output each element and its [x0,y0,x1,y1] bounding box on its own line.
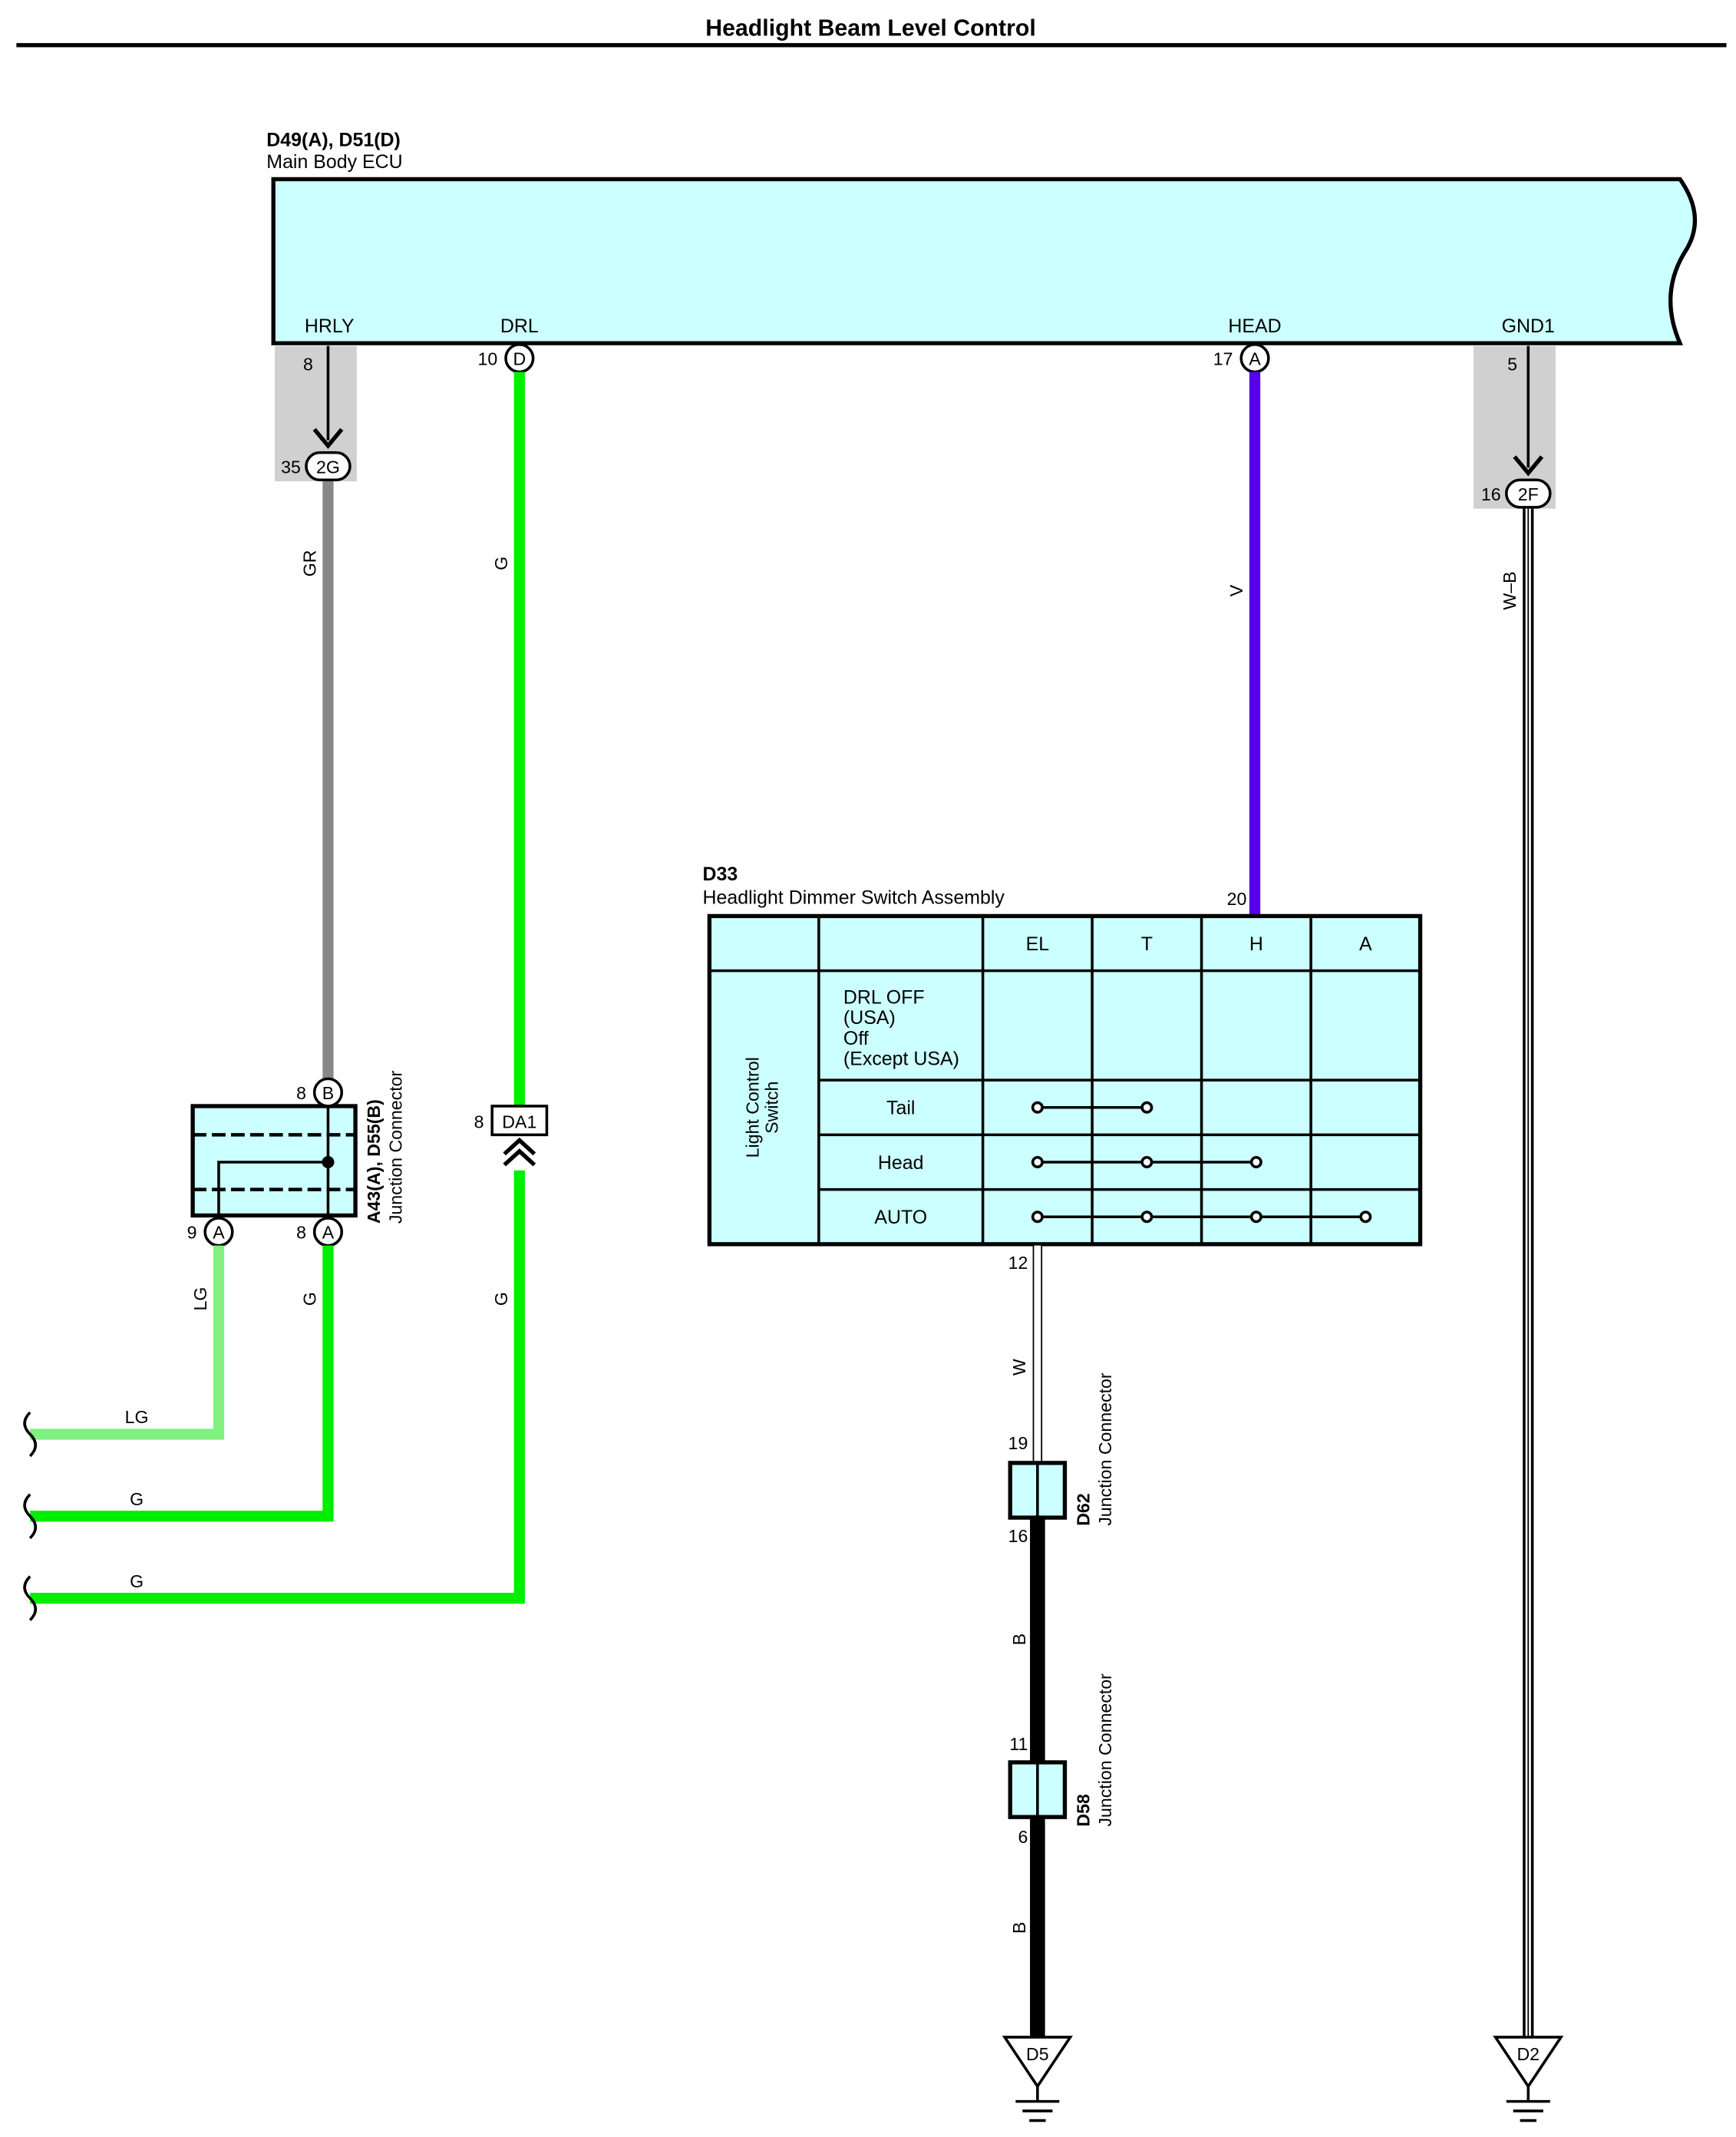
wire-b-lower-label: B [1009,1922,1029,1934]
ecu-head-conn-letter: A [1249,349,1261,369]
main-body-ecu-box [271,177,1698,345]
junction-a43-splice-dot [322,1155,335,1169]
d62-name: Junction Connector [1095,1372,1115,1526]
switch-contact-dot [1249,1211,1262,1224]
connector-da1-label: DA1 [502,1111,536,1131]
switch-table: EL T H A Light ControlSwitch DRL OFF(USA)Off(… [707,913,1423,1247]
d58-pin-out: 6 [1018,1827,1028,1847]
wire-gr-label: GR [299,550,319,577]
ground-d5-icon [1002,2036,1073,2122]
switch-contact-dot [1359,1211,1372,1224]
wire-w-label: W [1009,1359,1029,1376]
switch-column-header: T [1141,933,1153,955]
junction-a43-pin-b-conn: B [322,1083,334,1103]
connector-da1-box [490,1105,549,1137]
switch-column-header: EL [1026,933,1050,955]
switch-pin-bottom: 12 [1008,1253,1028,1273]
ecu-terminal-drl: DRL [500,315,539,337]
ecu-id: D49(A), D51(D) [266,130,400,151]
ground-d5-label: D5 [1026,2044,1049,2064]
junction-a43-pin-a9-conn: A [213,1223,225,1243]
switch-side-label-line: Light Control [743,1057,763,1158]
connector-2g-arrow [312,428,344,449]
junction-a43-pin-a9-number: 9 [187,1223,197,1243]
wire-wb-label: W–B [1500,571,1520,609]
junction-a43-id: A43(A), D55(B) [364,1099,384,1224]
wire-break-lg [23,1411,38,1458]
connector-da1-chevron-2 [503,1148,536,1167]
switch-contact-dot [1031,1211,1044,1224]
connector-2g-pin: 35 [281,457,301,477]
wire-b-upper-label: B [1009,1633,1029,1645]
wire-lg-vertical-label: LG [190,1287,210,1311]
gnd1-pin: 5 [1507,355,1517,375]
switch-side-label: Light ControlSwitch [743,1057,782,1158]
wire-g-junction-horizontal-label: G [130,1489,144,1509]
ecu-terminal-head: HEAD [1228,315,1281,337]
switch-row-label: DRL OFF [843,986,925,1008]
switch-contact-dot [1031,1101,1044,1114]
d58-id: D58 [1074,1794,1094,1827]
d58-pin-in: 11 [1009,1734,1028,1754]
switch-contact-dot [1140,1101,1153,1114]
page-title: Headlight Beam Level Control [705,15,1036,41]
d62-pin-in: 19 [1008,1433,1028,1453]
ground-d2-icon [1493,2036,1564,2122]
switch-id: D33 [702,864,738,885]
connector-2g-oval [305,451,351,482]
switch-side-label-line: Switch [761,1082,781,1134]
junction-a43-pin-b-number: 8 [296,1083,306,1103]
wire-g-junction-vertical-label: G [299,1292,319,1306]
switch-row-label: (USA) [843,1007,896,1029]
connector-2f-arrow [1513,455,1544,477]
wire-g-drl-lower-horizontal-label: G [130,1571,144,1591]
wire-g-junction [30,1245,334,1522]
wire-lg [30,1245,225,1440]
ecu-head-pin: 17 [1213,349,1233,369]
switch-column-header: A [1359,933,1372,955]
connector-2f-pin: 16 [1481,484,1501,504]
d62-id: D62 [1074,1493,1094,1525]
wire-lg-horizontal-label: LG [125,1407,149,1427]
junction-a43-name: Junction Connector [386,1070,406,1224]
ecu-name: Main Body ECU [266,151,402,173]
d58-name: Junction Connector [1095,1673,1115,1827]
connector-da1-chevron-1 [503,1137,536,1156]
switch-row-label: (Except USA) [843,1049,959,1070]
switch-row-label: Tail [886,1098,915,1119]
wire-v-label: V [1226,584,1246,596]
ecu-drl-conn-letter: D [513,349,526,369]
switch-column-header: H [1249,933,1263,955]
switch-row-label: Off [843,1028,869,1049]
wire-g-drl-lower [30,1170,525,1604]
connector-da1-pin: 8 [474,1111,484,1131]
hrly-pin: 8 [303,355,313,375]
switch-row-label: AUTO [874,1207,927,1228]
wire-break-g-upper [23,1493,38,1540]
ecu-drl-pin: 10 [478,349,498,369]
switch-contact-dot [1031,1155,1044,1169]
junction-a43-bus-left [217,1161,328,1219]
junction-a43-pin-a8-number: 8 [296,1223,306,1243]
switch-contact-dot [1140,1211,1153,1224]
ecu-terminal-gnd1: GND1 [1502,315,1555,337]
switch-contact-dot [1249,1155,1262,1169]
switch-row-label: Head [878,1152,924,1174]
wire-g-drl-lower-vertical-label: G [491,1292,511,1306]
junction-a43-pin-b-circle [312,1077,344,1108]
wire-g-drl-upper-label: G [491,557,511,570]
connector-2g-label: 2G [316,457,340,477]
switch-name: Headlight Dimmer Switch Assembly [702,887,1005,908]
d62-pin-out: 16 [1008,1526,1028,1546]
connector-2f-oval [1504,478,1552,509]
switch-contact-dot [1140,1155,1153,1169]
junction-a43-pin-a8-conn: A [322,1223,335,1243]
switch-pin-top: 20 [1227,889,1247,909]
wire-break-g-lower [23,1575,38,1621]
ecu-terminal-hrly: HRLY [305,315,355,337]
connector-2f-label: 2F [1518,484,1539,504]
ground-d2-label: D2 [1517,2044,1540,2064]
